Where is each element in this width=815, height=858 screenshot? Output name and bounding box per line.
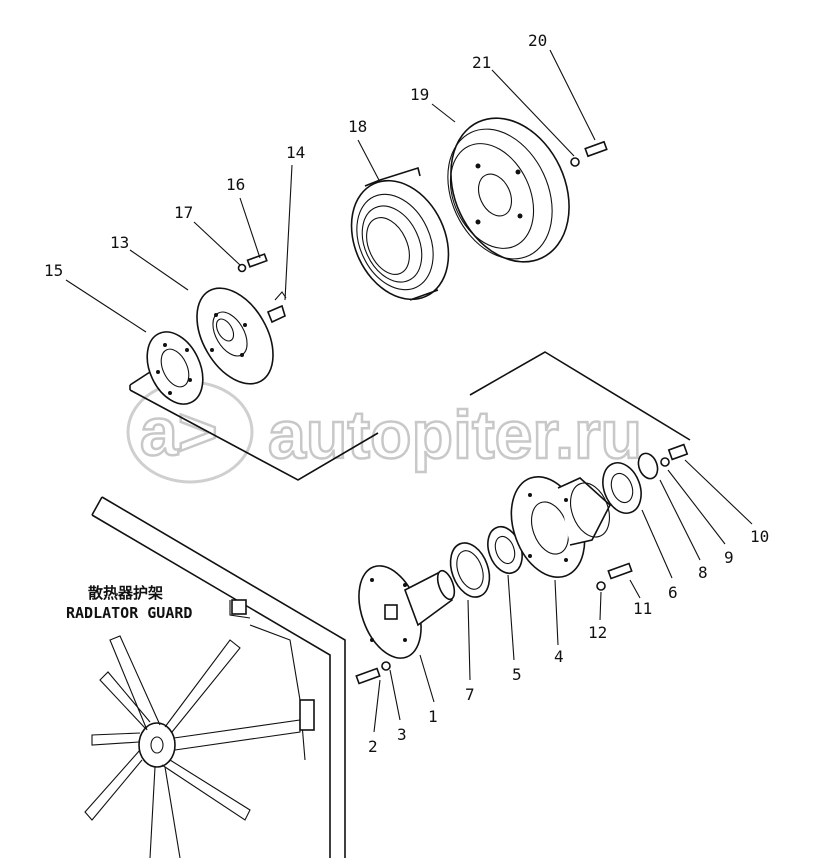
callout-11: 11 <box>633 599 652 618</box>
part-8-ring <box>637 452 659 480</box>
leader-lines <box>65 49 753 733</box>
callout-4: 4 <box>554 647 564 666</box>
part-11-bolt <box>596 562 633 591</box>
group-outline-lower <box>469 351 691 441</box>
part-2-bolt <box>355 661 391 685</box>
fan <box>84 635 301 858</box>
callout-18: 18 <box>348 117 367 136</box>
callout-13: 13 <box>110 233 129 252</box>
caption-en: RADLATOR GUARD <box>66 604 192 622</box>
watermark-text: autopiter.ru <box>268 397 642 473</box>
callout-1: 1 <box>428 707 438 726</box>
part-13-plate <box>196 287 274 385</box>
radiator-guard <box>84 496 346 858</box>
part-19-pulley <box>447 117 570 263</box>
part-15-gasket <box>146 331 204 405</box>
callout-5: 5 <box>512 665 522 684</box>
caption-zh: 散热器护架 <box>88 584 163 602</box>
callout-19: 19 <box>410 85 429 104</box>
part-10-nut <box>660 443 689 467</box>
callout-20: 20 <box>528 31 547 50</box>
part-14-clip <box>266 291 287 324</box>
part-4-housing <box>510 475 611 579</box>
callout-6: 6 <box>668 583 678 602</box>
watermark: a> autopiter.ru <box>126 380 643 484</box>
watermark-logo-text: a> <box>140 394 218 470</box>
part-16-bolt <box>237 253 268 273</box>
part-5-bearing <box>487 525 523 575</box>
callout-21: 21 <box>472 53 491 72</box>
callout-8: 8 <box>698 563 708 582</box>
callout-17: 17 <box>174 203 193 222</box>
callout-3: 3 <box>397 725 407 744</box>
part-18-belt <box>350 166 450 301</box>
part-20-bolt <box>570 140 608 167</box>
group-outline-upper <box>129 371 379 481</box>
callout-14: 14 <box>286 143 305 162</box>
callout-16: 16 <box>226 175 245 194</box>
callout-12: 12 <box>588 623 607 642</box>
part-7-seal <box>449 542 491 598</box>
callout-7: 7 <box>465 685 475 704</box>
callouts: 1 2 3 4 5 6 7 8 9 10 11 12 13 14 15 16 1… <box>44 31 769 756</box>
part-6-bearing <box>602 462 642 514</box>
callout-9: 9 <box>724 548 734 567</box>
callout-2: 2 <box>368 737 378 756</box>
part-1-hub <box>358 565 456 659</box>
callout-15: 15 <box>44 261 63 280</box>
callout-10: 10 <box>750 527 769 546</box>
